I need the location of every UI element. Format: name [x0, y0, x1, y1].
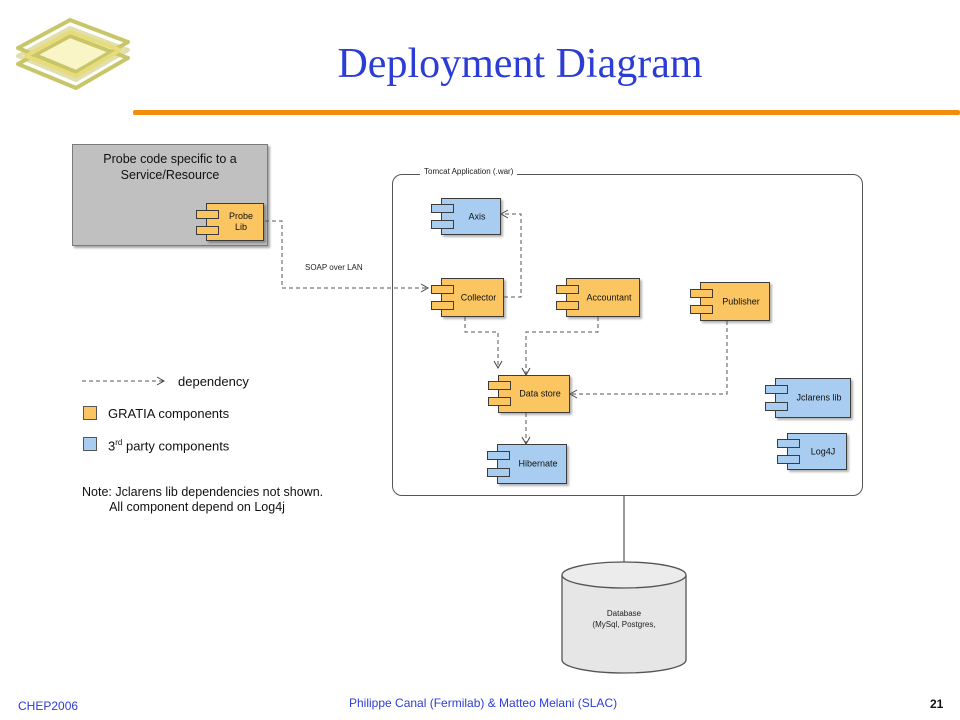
component-tab: [431, 285, 454, 294]
component-tab: [777, 439, 800, 448]
legend-third-party-text: party components: [122, 438, 230, 454]
accountant-to-datastore-dependency: [521, 317, 599, 377]
accountant-component: Accountant: [556, 278, 640, 317]
tomcat-container-label: Tomcat Application (.war): [420, 167, 518, 176]
title-underline: [133, 110, 960, 115]
datastore-component: Data store: [488, 375, 570, 413]
component-tab: [431, 301, 454, 310]
legend-third-party-label: 3rd party components: [108, 438, 229, 453]
component-tab: [777, 455, 800, 464]
component-tab: [196, 210, 219, 219]
footer-authors: Philippe Canal (Fermilab) & Matteo Melan…: [349, 696, 618, 710]
component-tab: [431, 204, 454, 213]
hibernate-label: Hibernate: [518, 458, 558, 469]
legend-third-party-superscript: rd: [115, 438, 123, 447]
probe-to-collector-connector: [265, 220, 430, 293]
legend-gratia-swatch: [83, 406, 97, 420]
slide-title: Deployment Diagram: [337, 41, 703, 87]
database-cylinder: [561, 561, 687, 674]
datastore-label: Data store: [519, 388, 561, 399]
collector-component: Collector: [431, 278, 504, 317]
component-tab: [690, 289, 713, 298]
publisher-label: Publisher: [722, 296, 760, 306]
probe-lib-label: Probe Lib: [228, 211, 254, 232]
component-tab: [488, 397, 511, 406]
component-tab: [431, 220, 454, 229]
legend-third-party-swatch: [83, 437, 97, 451]
component-tab: [556, 301, 579, 310]
publisher-component: Publisher: [690, 282, 770, 321]
legend-gratia-label: GRATIA components: [108, 406, 230, 421]
component-tab: [487, 468, 510, 477]
log4j-component: Log4J: [777, 433, 847, 470]
collector-label: Collector: [460, 292, 497, 302]
component-tab: [556, 285, 579, 294]
component-tab: [765, 402, 788, 411]
soap-connection-label: SOAP over LAN: [305, 263, 363, 272]
diagram-note: Note: Jclarens lib dependencies not show…: [82, 485, 324, 514]
jclarens-component: Jclarens lib: [765, 378, 851, 418]
gratia-logo-icon: [16, 18, 130, 90]
hibernate-component: Hibernate: [487, 444, 567, 484]
log4j-label: Log4J: [810, 446, 836, 456]
page-number: 21: [930, 697, 944, 711]
footer-conference: CHEP2006: [18, 699, 79, 713]
component-tab: [488, 381, 511, 390]
probe-lib-component: Probe Lib: [196, 203, 264, 241]
component-tab: [765, 385, 788, 394]
legend-third-party-number: 3: [108, 438, 116, 454]
probe-node-title: Probe code specific to a Service/Resourc…: [103, 152, 237, 182]
publisher-to-datastore-dependency: [568, 321, 728, 399]
collector-to-axis-dependency: [499, 209, 522, 298]
accountant-label: Accountant: [586, 292, 632, 302]
component-tab: [690, 305, 713, 314]
axis-component: Axis: [431, 198, 501, 235]
axis-label: Axis: [468, 211, 486, 221]
jclarens-label: Jclarens lib: [796, 392, 842, 403]
component-tab: [196, 226, 219, 235]
database-label: Database (MySql, Postgres,: [592, 609, 656, 629]
component-tab: [487, 451, 510, 460]
collector-to-datastore-dependency: [464, 317, 503, 370]
legend-dependency-label: dependency: [178, 374, 249, 389]
